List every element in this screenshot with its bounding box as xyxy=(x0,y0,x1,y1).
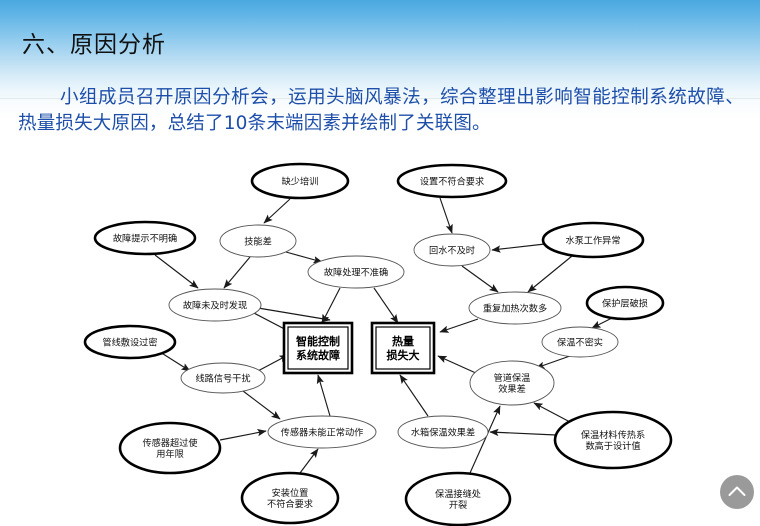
diagram-edge xyxy=(316,374,331,417)
node-shape xyxy=(118,421,222,475)
diagram-node[interactable]: 线路信号干扰 xyxy=(180,362,266,394)
node-shape xyxy=(180,362,266,394)
diagram-edge xyxy=(535,355,571,369)
diagram-node[interactable]: 保温材料传热系数高于设计值 xyxy=(553,410,673,470)
node-label: 智能控制系统故障 xyxy=(296,334,340,362)
diagram-node[interactable]: 回水不及时 xyxy=(413,233,491,267)
diagram-node[interactable]: 热量损失大 xyxy=(370,321,436,375)
diagram-edge xyxy=(223,256,251,289)
node-shape xyxy=(541,221,645,259)
diagram-node[interactable]: 保温不密实 xyxy=(541,326,619,358)
node-label: 保温不密实 xyxy=(557,336,603,348)
diagram-edge xyxy=(263,198,291,224)
node-shape xyxy=(267,415,377,449)
diagram-edge xyxy=(159,351,191,372)
body-paragraph: 小组成员召开原因分析会，运用头脑风暴法，综合整理出影响智能控制系统故障、热量损失… xyxy=(18,87,744,134)
diagram-edge xyxy=(285,251,323,264)
node-label: 技能差 xyxy=(244,235,272,247)
diagram-edge xyxy=(527,255,573,293)
node-label: 管道保温效果差 xyxy=(494,372,531,395)
diagram-edge xyxy=(439,197,453,234)
diagram-node[interactable]: 传感器未能正常动作 xyxy=(267,415,377,449)
diagram-edge xyxy=(242,390,281,420)
node-label: 回水不及时 xyxy=(429,244,475,256)
node-label: 故障提示不明确 xyxy=(113,232,177,244)
diagram-edge xyxy=(257,307,331,323)
diagram-node[interactable]: 缺少培训 xyxy=(250,162,350,200)
node-label: 故障处理不准确 xyxy=(324,266,388,278)
node-label: 管线敷设过密 xyxy=(102,336,157,348)
node-shape xyxy=(240,471,340,525)
page-title: 六、原因分析 xyxy=(22,32,166,58)
diagram-node[interactable]: 传感器超过使用年限 xyxy=(118,421,222,475)
diagram-node[interactable]: 水泵工作异常 xyxy=(541,221,645,259)
node-label: 安装位置不符合要求 xyxy=(267,487,313,510)
diagram-edge xyxy=(491,243,546,253)
node-shape xyxy=(168,288,262,322)
diagram-edge xyxy=(439,318,479,333)
diagram-edge xyxy=(461,265,499,293)
node-shape xyxy=(307,255,405,289)
node-shape xyxy=(585,285,665,321)
node-label: 保温接缝处开裂 xyxy=(435,488,481,511)
node-shape xyxy=(219,224,297,258)
diagram-edge xyxy=(469,405,501,474)
diagram-edge xyxy=(154,254,199,289)
diagram-node[interactable]: 故障提示不明确 xyxy=(93,220,197,256)
node-label: 保温材料传热系数高于设计值 xyxy=(581,429,645,452)
diagram-node[interactable]: 技能差 xyxy=(219,224,297,258)
diagram-edge xyxy=(255,354,289,373)
node-label: 水泵工作异常 xyxy=(565,234,620,246)
node-shape xyxy=(404,471,512,526)
node-shape xyxy=(250,162,350,200)
diagram-node[interactable]: 故障处理不准确 xyxy=(307,255,405,289)
diagram-edge xyxy=(373,287,399,324)
node-shape-inner xyxy=(287,326,349,370)
node-label: 保护层破损 xyxy=(602,297,648,309)
diagram-node[interactable]: 保温接缝处开裂 xyxy=(404,471,512,526)
diagram-edge xyxy=(489,428,557,437)
diagram-node[interactable]: 设置不符合要求 xyxy=(396,163,508,199)
node-label: 缺少培训 xyxy=(282,175,319,187)
scroll-to-top-button[interactable] xyxy=(720,475,754,509)
node-shape xyxy=(397,415,489,449)
diagram-edge xyxy=(321,287,341,324)
node-label: 故障未及时发现 xyxy=(183,299,247,311)
diagram-node[interactable]: 水箱保温效果差 xyxy=(397,415,489,449)
node-label: 传感器超过使用年限 xyxy=(142,437,197,460)
node-label: 热量损失大 xyxy=(387,334,420,362)
node-label: 重复加热次数多 xyxy=(483,302,547,314)
diagram-edge xyxy=(437,355,479,375)
diagram-node[interactable]: 故障未及时发现 xyxy=(168,288,262,322)
node-shape xyxy=(396,163,508,199)
node-label: 传感器未能正常动作 xyxy=(281,426,364,438)
diagram-edge xyxy=(219,429,267,441)
node-shape xyxy=(553,410,673,470)
diagram-edge xyxy=(399,374,429,417)
node-shape xyxy=(413,233,491,267)
diagram-edge xyxy=(533,402,571,423)
diagram-node[interactable]: 保护层破损 xyxy=(585,285,665,321)
diagram-node[interactable]: 管线敷设过密 xyxy=(83,324,177,360)
node-shape xyxy=(469,360,555,406)
node-label: 线路信号干扰 xyxy=(195,372,250,384)
node-shape xyxy=(468,291,562,325)
node-label: 设置不符合要求 xyxy=(420,175,484,187)
node-shape xyxy=(93,220,197,256)
header-divider xyxy=(0,98,760,99)
diagram-node[interactable]: 智能控制系统故障 xyxy=(282,321,354,375)
diagram-node[interactable]: 安装位置不符合要求 xyxy=(240,471,340,525)
node-shape xyxy=(83,324,177,360)
diagram-edge xyxy=(591,317,613,329)
node-label: 水箱保温效果差 xyxy=(411,426,475,438)
diagram-node[interactable]: 管道保温效果差 xyxy=(469,360,555,406)
node-shape xyxy=(541,326,619,358)
diagram-edge xyxy=(299,448,319,474)
node-shape-inner xyxy=(375,326,431,370)
chevron-up-icon xyxy=(728,486,746,496)
diagram-node[interactable]: 重复加热次数多 xyxy=(468,291,562,325)
relation-diagram: 缺少培训 设置不符合要求故障提示不明确 技能差 水泵工作异常回水不及时故障处理不准确保… xyxy=(0,160,760,526)
